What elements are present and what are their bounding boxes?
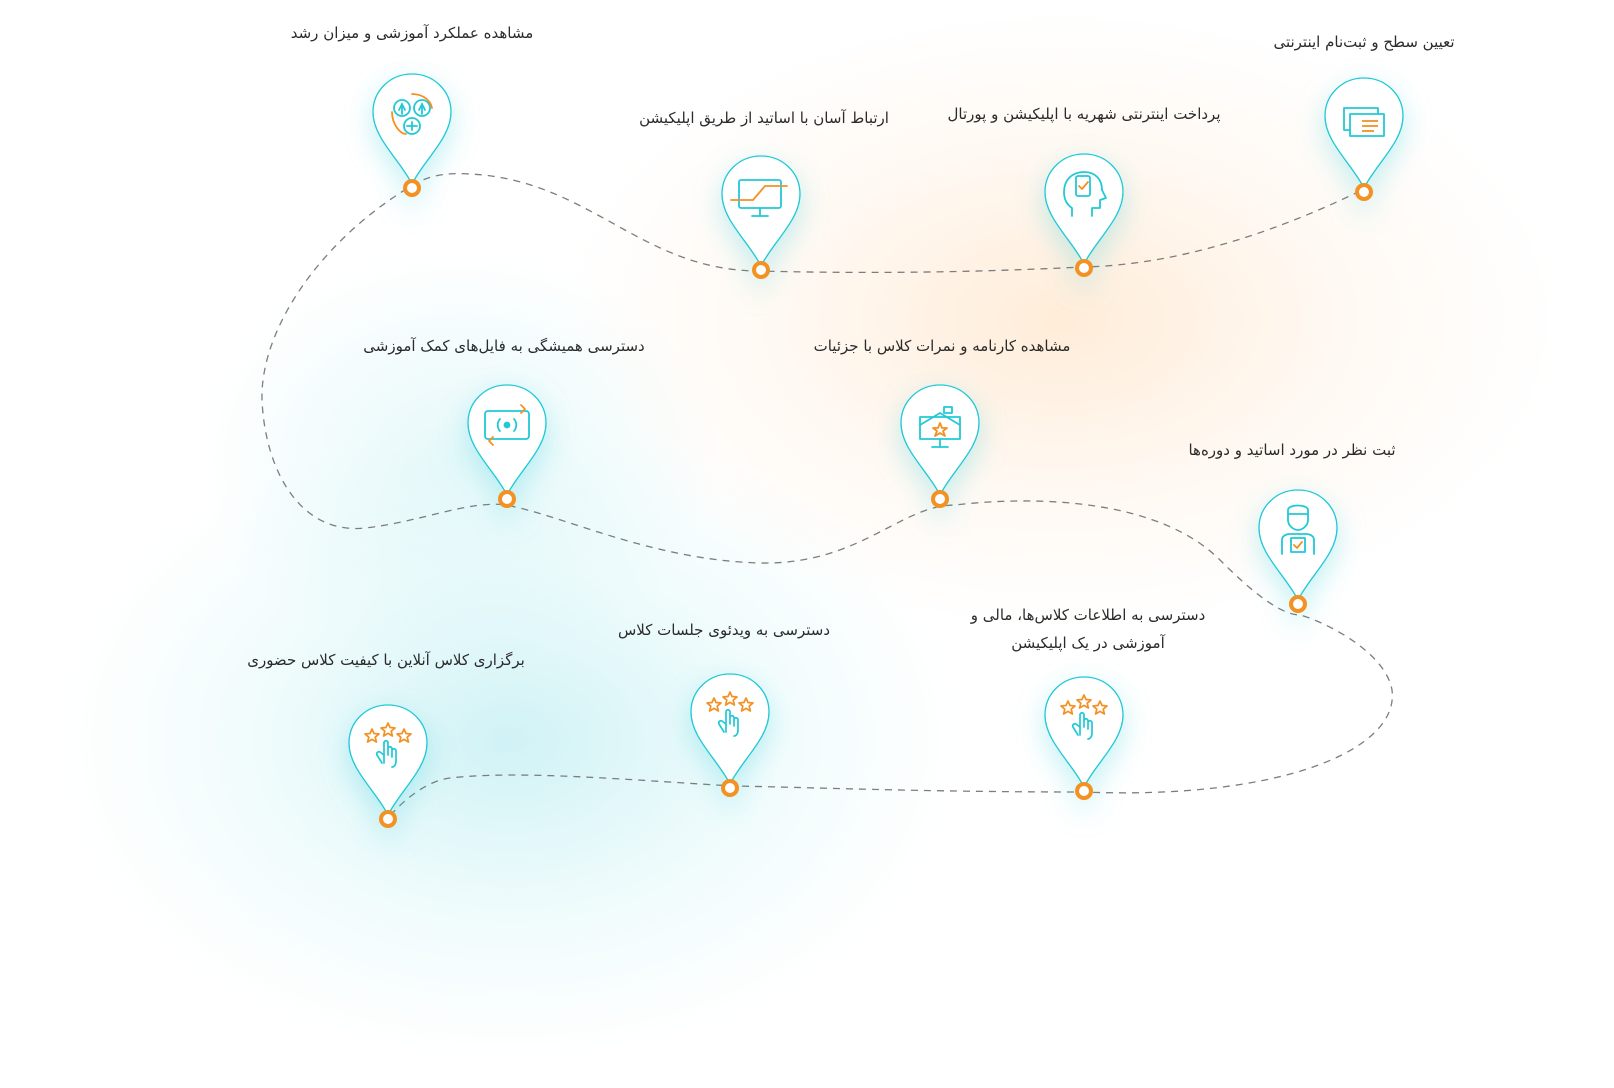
step-8-pin[interactable] bbox=[1042, 675, 1126, 801]
media-sync-icon bbox=[484, 404, 530, 446]
step-8-label-line-1: دسترسی به اطلاعات کلاس‌ها، مالی و bbox=[970, 606, 1206, 624]
rating-hand-icon bbox=[364, 722, 412, 768]
step-9-label: دسترسی به ویدئوی جلسات کلاس bbox=[617, 621, 831, 639]
step-7-label: ثبت نظر در مورد اساتید و دوره‌ها bbox=[1188, 441, 1396, 459]
step-4-pin[interactable] bbox=[370, 72, 454, 198]
rating-hand-icon bbox=[1060, 694, 1108, 740]
step-5-label: دسترسی همیشگی به فایل‌های کمک آموزشی bbox=[363, 337, 645, 355]
report-board-icon bbox=[919, 406, 961, 448]
step-10-pin[interactable] bbox=[346, 703, 430, 829]
step-5-pin[interactable] bbox=[465, 383, 549, 509]
growth-cycle-icon bbox=[391, 93, 433, 135]
step-9-pin[interactable] bbox=[688, 672, 772, 798]
step-8-label: دسترسی به اطلاعات کلاس‌ها، مالی و آموزشی… bbox=[971, 601, 1206, 657]
step-4-label: مشاهده عملکرد آموزشی و میزان رشد bbox=[290, 24, 534, 42]
documents-icon bbox=[1343, 107, 1385, 137]
step-2-pin[interactable] bbox=[1042, 152, 1126, 278]
step-8-label-line-2: آموزشی در یک اپلیکیشن bbox=[1011, 634, 1165, 652]
monitor-chart-icon bbox=[730, 179, 788, 217]
step-3-label: ارتباط آسان با اساتید از طریق اپلیکیشن bbox=[639, 109, 889, 127]
step-6-pin[interactable] bbox=[898, 383, 982, 509]
step-1-label: تعیین سطح و ثبت‌نام اینترنتی bbox=[1273, 33, 1455, 51]
rating-hand-icon bbox=[706, 691, 754, 737]
step-7-pin[interactable] bbox=[1256, 488, 1340, 614]
step-3-pin[interactable] bbox=[719, 154, 803, 280]
step-2-label: پرداخت اینترنتی شهریه با اپلیکیشن و پورت… bbox=[947, 105, 1221, 123]
step-1-pin[interactable] bbox=[1322, 76, 1406, 202]
mind-check-icon bbox=[1063, 171, 1107, 217]
step-10-label: برگزاری کلاس آنلاین با کیفیت کلاس حضوری bbox=[247, 651, 525, 669]
step-6-label: مشاهده کارنامه و نمرات کلاس با جزئیات bbox=[813, 337, 1071, 355]
feedback-person-icon bbox=[1281, 504, 1315, 555]
